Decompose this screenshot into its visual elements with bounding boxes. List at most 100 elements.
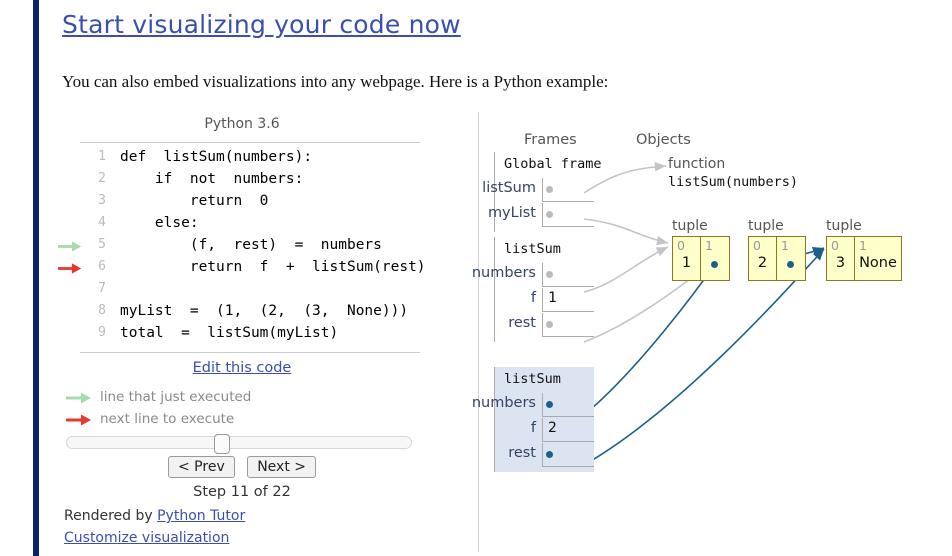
- variable-value-slot: [542, 178, 594, 202]
- code-line-text: def listSum(numbers):: [120, 149, 313, 165]
- tuple-index: 1: [781, 238, 789, 253]
- function-type-label: function: [668, 156, 726, 172]
- next-line-arrow-icon: [58, 260, 84, 274]
- line-number: 6: [98, 259, 106, 274]
- frames-header: Frames: [524, 132, 577, 148]
- objects-header: Objects: [636, 132, 691, 148]
- variable-value-slot: [542, 443, 594, 467]
- pointer-dot-icon: [711, 261, 718, 268]
- legend-label: line that just executed: [100, 389, 252, 405]
- frame-variable-row: numbers: [472, 393, 594, 418]
- variable-value-slot: 1: [542, 288, 594, 312]
- variable-name: myList: [487, 205, 536, 221]
- legend-row: next line to execute: [62, 408, 422, 430]
- slider-handle[interactable]: [213, 434, 230, 454]
- line-number: 8: [98, 303, 106, 318]
- code-line: 8 myList = (1, (2, (3, None))): [62, 300, 422, 322]
- language-label: Python 3.6: [204, 116, 280, 132]
- page-left-rule: [33, 0, 39, 556]
- code-rule-bottom: [80, 352, 420, 353]
- tuple-cell: 1: [777, 237, 805, 280]
- green-arrow-icon: [66, 390, 94, 404]
- page-intro-text: You can also embed visualizations into a…: [62, 72, 609, 91]
- tuple-value: None: [859, 255, 897, 271]
- tuple-value: 1: [681, 255, 692, 271]
- edit-this-code-link[interactable]: Edit this code: [192, 360, 292, 376]
- pointer-dot-icon: [546, 271, 553, 278]
- tuple-index: 1: [859, 238, 867, 253]
- variable-value-slot: [542, 313, 594, 337]
- just-executed-arrow-icon: [58, 238, 84, 252]
- code-line: 1 def listSum(numbers):: [62, 146, 422, 168]
- tuple-index: 0: [831, 238, 839, 253]
- variable-value-slot: 2: [542, 418, 594, 442]
- tuple-index: 0: [677, 238, 685, 253]
- tuple-type-label: tuple: [672, 218, 708, 234]
- tuple-index: 0: [753, 238, 761, 253]
- frame-variable-row: listSum: [482, 178, 594, 203]
- pane-divider: [478, 112, 479, 552]
- line-number: 7: [98, 281, 106, 296]
- variable-name: numbers: [471, 265, 536, 281]
- code-line: 7: [62, 278, 422, 300]
- tuple-value: 3: [835, 255, 846, 271]
- frame-title: listSum: [504, 241, 561, 257]
- code-line-text: (f, rest) = numbers: [120, 237, 382, 253]
- code-rule-top: [80, 142, 420, 143]
- code-line: 2 if not numbers:: [62, 168, 422, 190]
- frame-title: listSum: [504, 371, 561, 387]
- page-title-link[interactable]: Start visualizing your code now: [62, 10, 461, 39]
- variable-value-slot: [542, 393, 594, 417]
- step-counter: Step 11 of 22: [193, 484, 291, 500]
- legend-row: line that just executed: [62, 386, 422, 408]
- frame-variable-row: myList: [488, 203, 594, 228]
- step-slider[interactable]: [66, 434, 414, 454]
- code-line: 6 return f + listSum(rest): [58, 256, 426, 278]
- tuple-type-label: tuple: [748, 218, 784, 234]
- code-line-text: return 0: [120, 193, 269, 209]
- customize-visualization-link[interactable]: Customize visualization: [64, 530, 230, 546]
- pointer-dot-icon: [787, 261, 794, 268]
- variable-value: 1: [548, 290, 557, 306]
- line-number: 2: [98, 171, 106, 186]
- code-line: 5 (f, rest) = numbers: [58, 234, 422, 256]
- variable-value: 2: [548, 420, 557, 436]
- variable-name: rest: [508, 315, 536, 331]
- pointer-dot-icon: [546, 401, 553, 408]
- step-nav: < Prev Next >: [62, 456, 422, 478]
- slider-track[interactable]: [66, 436, 412, 449]
- pointer-dot-icon: [546, 186, 553, 193]
- python-tutor-link[interactable]: Python Tutor: [157, 508, 246, 524]
- variable-value-slot: [542, 263, 594, 287]
- line-number: 5: [98, 237, 106, 252]
- prev-button[interactable]: < Prev: [168, 456, 235, 478]
- line-number: 4: [98, 215, 106, 230]
- variable-value-slot: [542, 203, 594, 227]
- code-line-text: return f + listSum(rest): [120, 259, 426, 275]
- line-number: 1: [98, 149, 106, 164]
- code-line: 3 return 0: [62, 190, 422, 212]
- rendered-by-prefix: Rendered by: [64, 508, 158, 524]
- code-line-text: myList = (1, (2, (3, None))): [120, 303, 409, 319]
- rendered-by-line: Rendered by Python Tutor: [64, 508, 245, 524]
- red-arrow-icon: [66, 412, 94, 426]
- variable-name: f: [530, 420, 536, 436]
- frame-variable-row: rest: [494, 443, 594, 468]
- code-line-text: else:: [120, 215, 199, 231]
- variable-name: numbers: [471, 395, 536, 411]
- next-button[interactable]: Next >: [247, 456, 316, 478]
- frame-variable-row: rest: [494, 313, 594, 338]
- tuple-index: 1: [705, 238, 713, 253]
